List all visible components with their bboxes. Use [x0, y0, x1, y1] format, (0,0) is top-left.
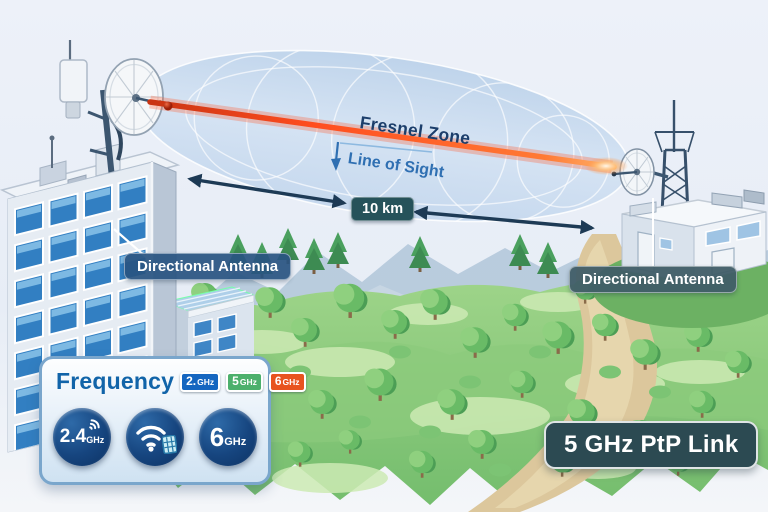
ptp-link-badge: 5 GHz PtP Link — [544, 421, 759, 469]
freq-badge-5ghz-num: 5 — [232, 373, 239, 388]
line-of-sight-pointer — [331, 141, 433, 171]
right-antenna-tower — [654, 100, 695, 215]
right-building — [592, 100, 768, 328]
frequency-title: Frequency — [56, 368, 175, 394]
wifi-icon — [136, 425, 166, 452]
freq-badge-6ghz-num: 6 — [274, 373, 282, 388]
circle-2-4-num: 2.4 — [59, 426, 87, 447]
circle-2-4-unit: GHz — [86, 435, 105, 445]
wifi-arcs-icon — [89, 419, 100, 430]
freq-badge-2ghz-num: 2. — [186, 373, 197, 388]
antenna-right-bold-text: Antenna — [663, 271, 724, 288]
antenna-mast — [59, 40, 123, 179]
distance-arrows — [187, 173, 595, 235]
antenna-label-left: Directional Antenna — [124, 253, 292, 280]
beam-origin-dot — [163, 101, 173, 111]
left-label-leader-line — [113, 228, 147, 258]
frequency-legend-panel: Frequency 2. GHz 5 GHz 6 GHz 2.4 GHz — [39, 356, 306, 485]
freq-circle-6ghz: 6 GHz — [199, 408, 257, 466]
freq-badge-2ghz-unit: GHz — [197, 376, 215, 387]
freq-circle-2-4ghz: 2.4 GHz — [53, 408, 111, 466]
left-dish-antenna — [104, 58, 164, 136]
freq-badge-5ghz-unit: GHz — [239, 376, 257, 387]
freq-badge-6ghz-unit: GHz — [282, 376, 300, 387]
distance-badge: 10 km — [351, 197, 415, 221]
antenna-right-regular-text: Directional — [582, 271, 664, 288]
freq-badge-5ghz: 5 GHz — [226, 371, 263, 392]
circle-6-unit: GHz — [224, 435, 247, 448]
freq-circle-wifi — [126, 408, 184, 466]
freq-badge-6ghz: 6 GHz — [268, 371, 306, 392]
freq-badge-2ghz: 2. GHz — [180, 371, 221, 392]
signal-beam — [147, 95, 628, 175]
building-icon — [162, 435, 177, 454]
antenna-label-right: Directional Antenna — [569, 266, 737, 293]
circle-6-num: 6 — [209, 421, 225, 452]
